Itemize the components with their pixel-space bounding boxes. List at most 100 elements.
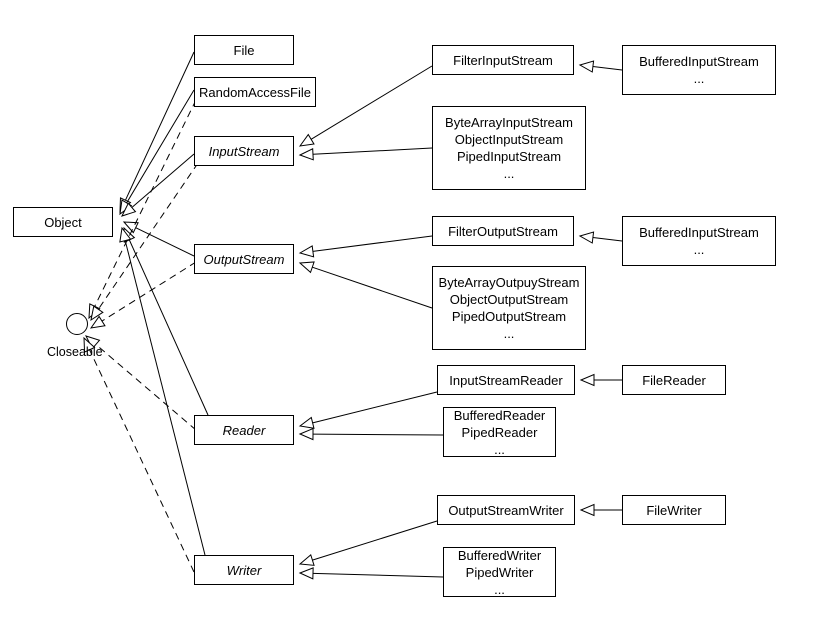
class-name-label: FileWriter [646,502,702,518]
arrowhead-hollow-triangle [579,373,595,387]
class-name-label: ... [494,441,505,457]
edge-line [312,433,444,436]
edge-outputstream-closeable [89,261,197,329]
class-name-label: File [233,42,255,58]
arrowhead-hollow-triangle [121,202,137,217]
edge-filewriter-outputstreamwriter [579,503,622,517]
edge-filterinputstream-inputstream [298,65,433,147]
class-node-file[interactable]: File [194,35,294,65]
class-name-label: Writer [226,562,262,578]
class-node-object[interactable]: Object [13,207,113,237]
class-node-reader[interactable]: Reader [194,415,294,445]
class-name-label: BufferedReader [453,407,546,423]
arrowhead-hollow-triangle [578,231,595,244]
class-node-filereader[interactable]: FileReader [622,365,726,395]
edge-inputstream-closeable [90,162,199,322]
class-name-label: OutputStream [203,251,285,267]
class-name-label: RandomAccessFile [199,84,311,100]
class-name-label: PipedOutputStream [451,309,567,324]
edge-line [101,261,197,322]
class-name-label: ObjectOutputStream [449,292,569,307]
edge-inputstream-object [121,153,195,217]
class-name-label: ByteArrayOutpuyStream [438,275,580,290]
class-name-label: ObjectInputStream [454,132,564,147]
edge-line [592,66,623,71]
edge-bufferedinputstream2-filteroutputstream [578,231,623,244]
class-name-label: ... [503,166,515,181]
arrowhead-hollow-triangle [298,553,315,566]
class-node-filteroutputstream[interactable]: FilterOutputStream [432,216,574,246]
arrowhead-hollow-triangle [298,567,314,580]
arrowhead-hollow-triangle [298,427,314,441]
arrowhead-hollow-triangle [298,148,314,161]
edge-line [97,162,199,310]
arrowhead-hollow-triangle [579,503,595,517]
edge-writer-closeable [83,336,195,573]
edge-bufferedinputstream1-filterinputstream [578,60,623,73]
edge-outputstreamwriter-writer [298,520,438,566]
class-name-label: FileReader [642,372,706,388]
edge-line [312,147,433,155]
class-name-label: Reader [222,422,266,438]
arrowhead-hollow-triangle [298,133,315,147]
class-node-inputstream[interactable]: InputStream [194,136,294,166]
class-node-writer[interactable]: Writer [194,555,294,585]
class-node-filterinputstream[interactable]: FilterInputStream [432,45,574,75]
class-name-label: PipedWriter [465,564,534,580]
arrowhead-hollow-triangle [298,245,315,258]
interface-circle-closeable[interactable] [66,313,88,335]
class-node-bufferedinputstream1[interactable]: BufferedInputStream... [622,45,776,95]
edge-byteinputgroup-inputstream [298,147,433,161]
edge-line [128,239,209,416]
edge-file-object [119,51,195,214]
edge-writer-object [119,226,206,556]
edge-line [312,235,433,252]
class-name-label: FilterOutputStream [448,223,558,239]
arrowhead-hollow-triangle [89,315,106,329]
edge-line [131,153,195,208]
class-name-label: FilterInputStream [453,52,553,68]
class-name-label: BufferedInputStream [639,54,759,69]
edge-filereader-inputstreamreader [579,373,622,387]
class-node-randomaccessfile[interactable]: RandomAccessFile [194,77,316,107]
arrowhead-hollow-triangle [90,305,104,322]
class-node-inputstreamreader[interactable]: InputStreamReader [437,365,575,395]
edge-writergroup-writer [298,567,444,580]
class-name-label: BufferedInputStream [639,225,759,240]
class-name-label: InputStreamReader [449,372,563,388]
edge-line [125,51,195,201]
class-name-label: BufferedWriter [457,547,542,563]
arrowhead-hollow-triangle [298,261,315,274]
edge-line [126,89,195,204]
class-node-outputstreamwriter[interactable]: OutputStreamWriter [437,495,575,525]
edge-line [312,572,444,578]
class-node-filewriter[interactable]: FileWriter [622,495,726,525]
edge-line [94,99,197,307]
class-node-outputstream[interactable]: OutputStream [194,244,294,274]
edge-line [135,227,195,257]
class-node-bufferedinputstream2[interactable]: BufferedInputStream... [622,216,776,266]
arrowhead-hollow-triangle [119,226,132,243]
edge-line [312,266,433,309]
edge-line [312,520,438,561]
class-name-label: PipedInputStream [456,149,562,164]
edge-filteroutputstream-outputstream [298,235,433,258]
edge-line [124,240,206,556]
edge-inputstreamreader-reader [298,391,438,429]
arrowhead-hollow-triangle [83,336,96,353]
class-name-label: ... [503,326,515,341]
class-name-label: InputStream [208,143,280,159]
class-name-label: ... [693,242,705,257]
class-name-label: ByteArrayInputStream [445,115,573,130]
arrowhead-hollow-triangle [578,60,595,73]
class-name-label: ... [693,71,705,86]
arrowhead-hollow-triangle [298,416,315,429]
interface-label-closeable: Closeable [47,345,103,359]
edge-randomaccessfile-object [119,89,195,216]
